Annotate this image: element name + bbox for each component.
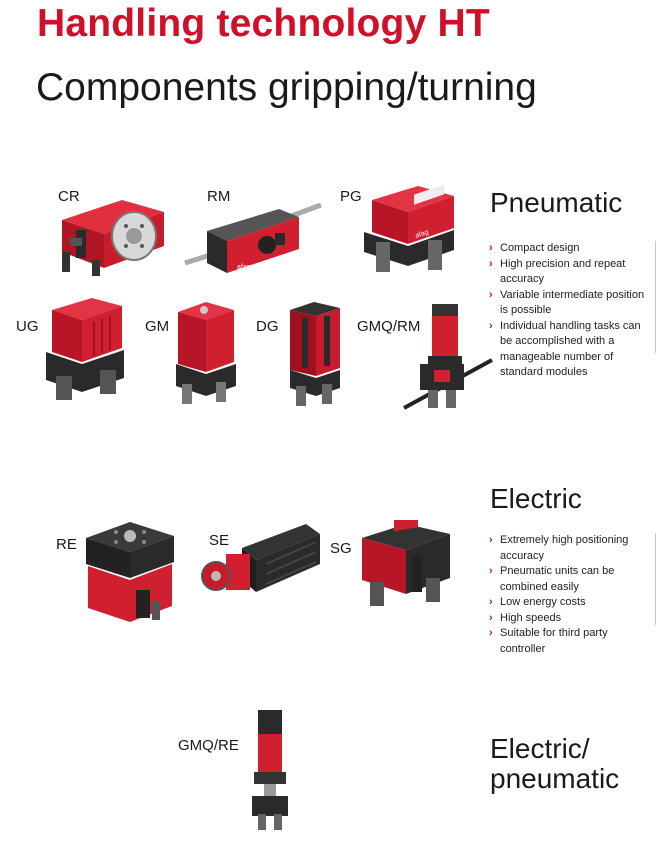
feature-list-pneumatic: ›Compact design ›High precision and repe… bbox=[487, 241, 656, 378]
feature-list-electric: ›Extremely high positioning accuracy ›Pn… bbox=[487, 533, 656, 655]
feature-item: ›Pneumatic units can be combined easily bbox=[489, 565, 615, 593]
gmq-rm-combo-image bbox=[403, 304, 493, 410]
feature-item: ›Extremely high positioning accuracy bbox=[489, 534, 629, 562]
section-heading-electric-pneumatic: Electric/ pneumatic bbox=[490, 733, 620, 794]
product-label-ug: UG bbox=[16, 318, 39, 335]
gm-gripper-image bbox=[176, 302, 236, 404]
cr-rotary-module-image bbox=[62, 200, 164, 276]
product-label-se: SE bbox=[209, 532, 230, 549]
product-label-gm: GM bbox=[145, 318, 170, 335]
gmq-re-combo-image bbox=[252, 710, 288, 830]
feature-item: ›Suitable for third party controller bbox=[489, 627, 608, 655]
product-label-re: RE bbox=[56, 536, 77, 553]
feature-item: ›High precision and repeat accuracy bbox=[489, 257, 626, 286]
chevron-right-icon: › bbox=[489, 319, 493, 332]
dg-gripper-image bbox=[290, 302, 340, 406]
ug-universal-gripper-image bbox=[46, 298, 124, 400]
chevron-right-icon: › bbox=[489, 596, 493, 608]
product-label-sg: SG bbox=[330, 540, 352, 557]
chevron-right-icon: › bbox=[489, 611, 493, 624]
product-label-rm: RM bbox=[207, 188, 231, 205]
section-heading-pneumatic: Pneumatic bbox=[490, 187, 623, 218]
feature-item: ›Compact design bbox=[487, 241, 651, 257]
pg-parallel-gripper-image: afag bbox=[364, 184, 454, 272]
feature-item: ›Low energy costs bbox=[487, 595, 651, 611]
brand-logo: afag bbox=[414, 229, 429, 240]
page-title: Handling technology HT bbox=[37, 2, 490, 45]
rm-rotary-module-image: afag bbox=[184, 202, 322, 273]
sg-gripper-electric-image bbox=[362, 520, 450, 606]
page-subtitle: Components gripping/turning bbox=[36, 66, 537, 109]
chevron-right-icon: › bbox=[489, 627, 493, 639]
feature-item: ›Variable intermediate position is possi… bbox=[489, 288, 645, 317]
feature-item: ›Individual handling tasks can be accomp… bbox=[489, 319, 641, 379]
re-rotary-electric-image bbox=[86, 522, 174, 622]
product-label-pg: PG bbox=[340, 188, 362, 205]
chevron-right-icon: › bbox=[489, 257, 493, 270]
chevron-right-icon: › bbox=[489, 565, 493, 577]
product-label-gmq-rm: GMQ/RM bbox=[357, 318, 421, 335]
chevron-right-icon: › bbox=[489, 288, 493, 301]
chevron-right-icon: › bbox=[489, 242, 493, 254]
section-heading-electric: Electric bbox=[490, 483, 582, 514]
product-label-cr: CR bbox=[58, 188, 80, 205]
brand-logo: afag bbox=[237, 264, 251, 271]
chevron-right-icon: › bbox=[489, 534, 493, 546]
se-swivel-electric-image bbox=[201, 524, 320, 592]
feature-item: ›High speeds bbox=[487, 611, 651, 627]
product-label-dg: DG bbox=[256, 318, 279, 335]
product-label-gmq-re: GMQ/RE bbox=[178, 737, 239, 754]
